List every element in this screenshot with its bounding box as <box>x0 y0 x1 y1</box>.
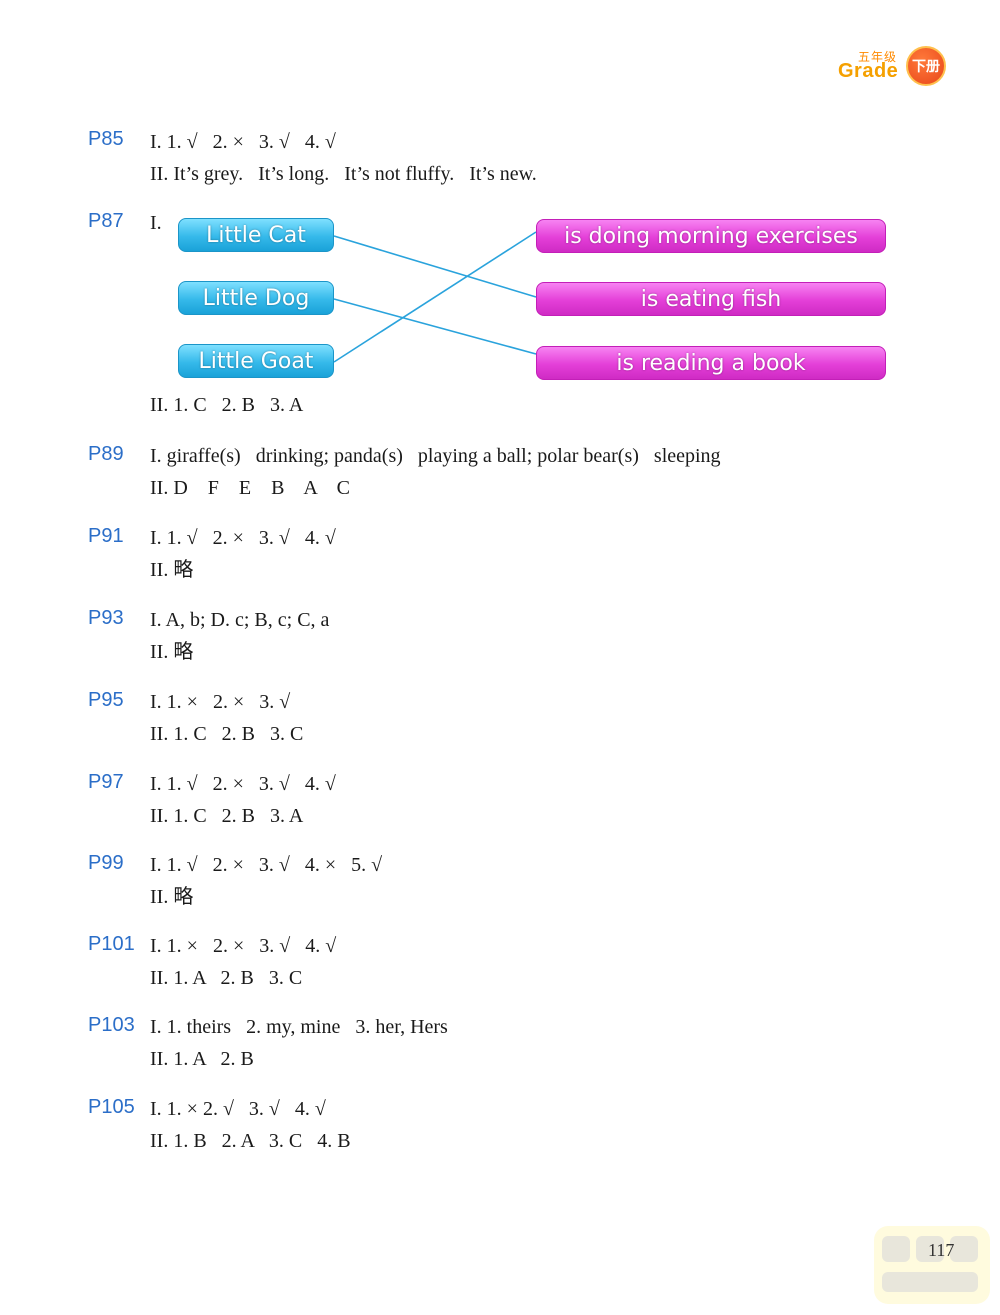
match-line <box>333 235 537 298</box>
page-ref: P105 <box>88 1096 135 1118</box>
answer-line: II. 1. A 2. B 3. C <box>150 967 303 989</box>
match-left-item: Little Dog <box>178 281 334 315</box>
answer-line: II. It’s grey. It’s long. It’s not fluff… <box>150 163 537 185</box>
answer-line: II. 略 <box>150 886 194 908</box>
answer-line: I. A, b; D. c; B, c; C, a <box>150 609 330 631</box>
match-left-item: Little Cat <box>178 218 334 252</box>
grade-cn-label: 五年级 <box>858 50 898 64</box>
page-number: 117 <box>928 1240 955 1260</box>
answer-line: I. 1. × 2. × 3. √ <box>150 691 291 713</box>
answer-line: II. 略 <box>150 641 194 663</box>
page-ref: P95 <box>88 689 124 711</box>
answer-line: II. 略 <box>150 559 194 581</box>
answer-line: II. 1. C 2. B 3. A <box>150 805 304 827</box>
answer-line: I. 1. √ 2. × 3. √ 4. √ <box>150 527 336 549</box>
match-line <box>333 231 537 363</box>
answer-line: I. giraffe(s) drinking; panda(s) playing… <box>150 445 721 467</box>
page-ref: P91 <box>88 525 124 547</box>
match-right-item: is reading a book <box>536 346 886 380</box>
match-right-item: is eating fish <box>536 282 886 316</box>
page-ref: P93 <box>88 607 124 629</box>
page-ref: P103 <box>88 1014 135 1036</box>
answer-line: II. D F E B A C <box>150 477 351 499</box>
answer-line: I. 1. theirs 2. my, mine 3. her, Hers <box>150 1016 448 1038</box>
grade-badge: 五年级 Grade 下册 <box>830 42 960 92</box>
answer-line: II. 1. C 2. B 3. C <box>150 723 304 745</box>
page-ref: P99 <box>88 852 124 874</box>
match-right-item: is doing morning exercises <box>536 219 886 253</box>
grade-en-label: Grade <box>838 60 899 82</box>
match-left-item: Little Goat <box>178 344 334 378</box>
watermark-logo-icon <box>874 1226 990 1304</box>
answer-line: II. 1. C 2. B 3. A <box>150 394 304 416</box>
answer-line: I. 1. √ 2. × 3. √ 4. √ <box>150 131 336 153</box>
answer-line: I. 1. √ 2. × 3. √ 4. × 5. √ <box>150 854 383 876</box>
volume-label: 下册 <box>912 59 940 75</box>
answer-line: I. <box>150 212 162 234</box>
page-ref: P87 <box>88 210 124 232</box>
answer-line: II. 1. A 2. B <box>150 1048 254 1070</box>
answer-line: I. 1. √ 2. × 3. √ 4. √ <box>150 773 336 795</box>
answer-line: I. 1. × 2. × 3. √ 4. √ <box>150 935 337 957</box>
answer-line: I. 1. × 2. √ 3. √ 4. √ <box>150 1098 326 1120</box>
page-ref: P101 <box>88 933 135 955</box>
page-ref: P97 <box>88 771 124 793</box>
match-line <box>333 298 537 355</box>
volume-circle-icon: 下册 <box>906 46 946 86</box>
page-ref: P85 <box>88 128 124 150</box>
answer-line: II. 1. B 2. A 3. C 4. B <box>150 1130 351 1152</box>
page-ref: P89 <box>88 443 124 465</box>
